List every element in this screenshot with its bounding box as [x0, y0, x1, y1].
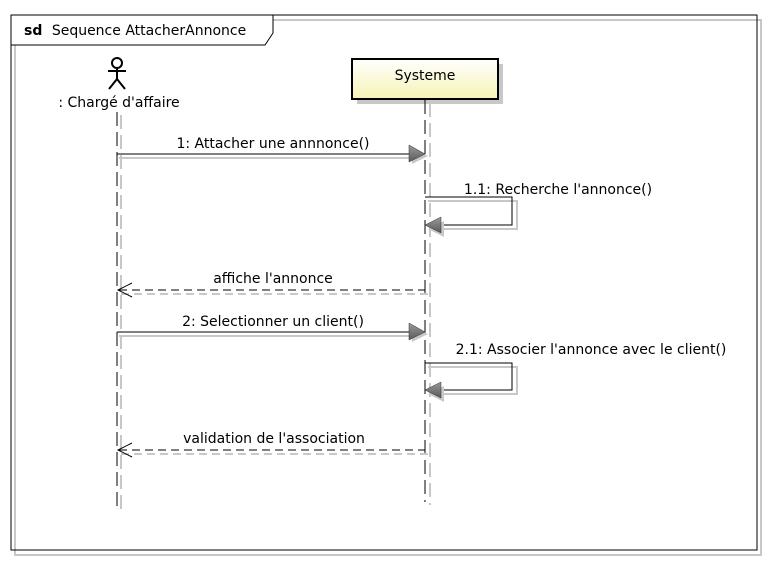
frame-keyword: sd: [24, 23, 42, 39]
system-lifeline[interactable]: Systeme: [351, 58, 503, 505]
diagram-frame: sd Sequence AttacherAnnonce: [10, 14, 762, 556]
message-label: 2.1: Associer l'annonce avec le client(): [456, 342, 727, 358]
open-arrow-head-icon: [116, 442, 133, 458]
message-label: affiche l'annonce: [213, 271, 333, 287]
frame-title: sd Sequence AttacherAnnonce: [24, 23, 246, 39]
arrow-head-icon: [408, 144, 426, 163]
message-attacher-annonce[interactable]: 1: Attacher une annnonce(): [117, 136, 428, 164]
message-label: 2: Selectionner un client(): [182, 314, 364, 330]
message-label: 1.1: Recherche l'annonce(): [464, 182, 652, 198]
arrow-head-icon: [424, 216, 442, 234]
frame-name: Sequence AttacherAnnonce: [52, 23, 246, 39]
message-label: validation de l'association: [183, 431, 365, 447]
reply-affiche-annonce[interactable]: affiche l'annonce: [116, 271, 429, 298]
open-arrow-head-icon: [116, 282, 133, 298]
message-label: 1: Attacher une annnonce(): [176, 136, 369, 152]
actor-lifeline[interactable]: : Chargé d'affaire: [58, 57, 180, 515]
actor-stick-figure-icon: [108, 57, 126, 90]
reply-validation-association[interactable]: validation de l'association: [116, 431, 429, 458]
system-box: [351, 58, 499, 100]
message-selectionner-client[interactable]: 2: Selectionner un client(): [117, 314, 428, 342]
system-name: Systeme: [395, 68, 456, 84]
frame-title-tab: [10, 14, 274, 46]
actor-name: : Chargé d'affaire: [58, 95, 179, 111]
message-recherche-annonce[interactable]: 1.1: Recherche l'annonce(): [424, 182, 652, 237]
arrow-head-icon: [408, 322, 426, 341]
message-associer-annonce-client[interactable]: 2.1: Associer l'annonce avec le client(): [424, 342, 727, 402]
arrow-head-icon: [424, 381, 442, 399]
